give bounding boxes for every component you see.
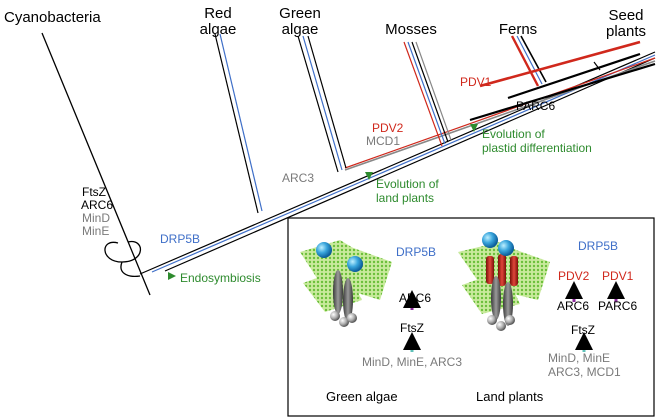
label-mcd1: MCD1 [366, 134, 401, 148]
label-arc6: ARC6 [81, 198, 114, 212]
label-pdv1: PDV1 [460, 75, 492, 89]
inset-algae-title: Green algae [326, 389, 398, 404]
land-plants-marker [365, 172, 373, 180]
parc6-branch [507, 52, 641, 100]
inset-land-pdv1: PDV1 [602, 269, 634, 283]
inset-land-pdv2: PDV2 [558, 269, 590, 283]
red-algae-branch [214, 33, 263, 214]
endosymbiosis-marker [168, 272, 176, 280]
inset-arrows [403, 281, 625, 352]
label-drp5b: DRP5B [160, 232, 201, 246]
mosses-branch [403, 41, 452, 147]
label-mosses: Mosses [385, 21, 437, 38]
land-plants-plastid [458, 232, 550, 331]
inset-land-arc6: ARC6 [557, 299, 590, 313]
label-mine: MinE [82, 224, 110, 238]
tree-branches [41, 32, 656, 296]
label-ferns: Ferns [498, 21, 538, 38]
inset-land-drp5b: DRP5B [578, 239, 619, 253]
label-mind: MinD [82, 211, 111, 225]
label-plastid-line1: Evolution of [482, 127, 545, 141]
label-land-plants-line2: land plants [376, 191, 435, 205]
inset-land-regulators-2: ARC3, MCD1 [548, 365, 621, 379]
label-ftsz: FtsZ [82, 185, 106, 199]
label-plastid-line2: plastid differentiation [482, 141, 592, 155]
ferns-branch [510, 35, 547, 87]
label-pdv2: PDV2 [372, 121, 404, 135]
label-seed-plants: Seed plants [605, 7, 647, 40]
green-algae-branch [297, 35, 347, 173]
label-endosymbiosis: Endosymbiosis [180, 271, 261, 285]
endosymbiosis-loop [104, 240, 142, 278]
inset-land-ftsz: FtsZ [571, 323, 595, 337]
label-parc6: PARC6 [516, 99, 556, 113]
pdv1-branch [479, 40, 641, 88]
inset-algae-ftsz: FtsZ [400, 321, 424, 335]
label-green-algae: Green algae [279, 5, 321, 38]
inset-land-regulators-1: MinD, MinE [548, 351, 611, 365]
green-algae-plastid [300, 240, 392, 327]
cyanobacteria-branch [41, 32, 151, 296]
plastid-marker [470, 124, 478, 132]
inset-land-title: Land plants [476, 389, 544, 404]
label-red-algae: Red algae [199, 5, 237, 38]
inset-algae-regulators: MinD, MinE, ARC3 [362, 355, 463, 369]
event-markers [168, 124, 478, 280]
inset-algae-arc6: ARC6 [399, 291, 432, 305]
label-cyanobacteria: Cyanobacteria [4, 9, 101, 26]
label-land-plants-line1: Evolution of [376, 177, 439, 191]
inset-algae-drp5b: DRP5B [396, 245, 437, 259]
label-arc3: ARC3 [282, 171, 315, 185]
inset-land-parc6: PARC6 [598, 299, 638, 313]
